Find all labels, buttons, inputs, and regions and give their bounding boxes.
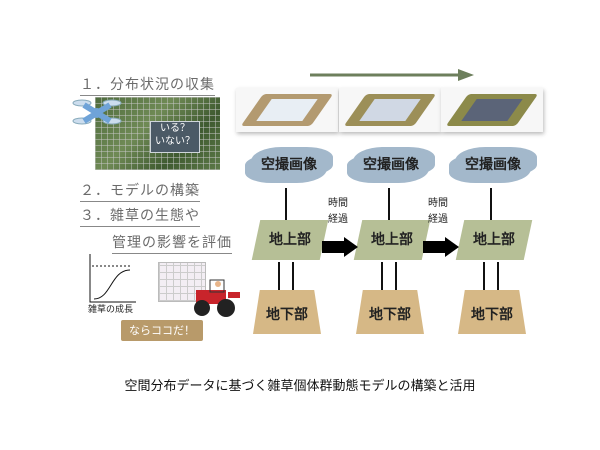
arrow-down [395, 262, 397, 290]
field-photo-1 [236, 88, 338, 132]
step-1-heading: １．分布状況の収集 [80, 74, 215, 96]
time-label-1: 時間経過 [328, 196, 348, 228]
time-label-line1: 時間 [328, 198, 348, 209]
cloud-aerial-image-3: 空撮画像 [455, 147, 531, 183]
graph-label: 雑草の成長 [88, 305, 134, 315]
field-photo-3 [441, 88, 543, 132]
callout-label: ならココだ！ [121, 320, 203, 341]
arrow-up [285, 188, 287, 220]
below-ground-3: 地下部 [458, 290, 526, 334]
arrow-up [381, 262, 383, 290]
speech-bubble: いる？ いない？ [150, 121, 200, 153]
above-ground-label: 地上部 [269, 232, 311, 248]
arrow-up [388, 188, 390, 220]
arrow-up [483, 262, 485, 290]
cloud-aerial-image-2: 空撮画像 [353, 147, 429, 183]
block-arrow-1 [322, 237, 358, 257]
field-photo-2 [339, 88, 441, 132]
time-label-line2: 経過 [428, 214, 448, 225]
time-label-2: 時間経過 [428, 196, 448, 228]
figure-caption: 空間分布データに基づく雑草個体群動態モデルの構築と活用 [124, 379, 476, 394]
above-ground-label: 地上部 [371, 232, 413, 248]
bubble-line-1: いる？ [160, 123, 190, 134]
bubble-line-2: いない？ [155, 136, 195, 147]
calendar-icon [158, 262, 206, 302]
time-label-line2: 経過 [328, 214, 348, 225]
time-label-line1: 時間 [428, 198, 448, 209]
above-ground-1: 地上部 [251, 220, 329, 260]
tractor-icon [194, 279, 240, 317]
below-ground-1: 地下部 [253, 290, 321, 334]
step-3-heading: ３．雑草の生態や [80, 205, 200, 227]
step-3-heading-line2: 管理の影響を評価 [112, 232, 232, 254]
block-arrow-2 [423, 237, 459, 257]
time-progress-arrow [310, 69, 474, 81]
cloud-aerial-image-1: 空撮画像 [251, 147, 327, 183]
arrow-down [497, 262, 499, 290]
arrow-up [278, 262, 280, 290]
drone-icon [72, 99, 122, 125]
above-ground-3: 地上部 [455, 220, 533, 260]
step-2-heading: ２．モデルの構築 [80, 180, 200, 202]
arrow-down [292, 262, 294, 290]
arrow-up [490, 188, 492, 220]
above-ground-label: 地上部 [473, 232, 515, 248]
below-ground-2: 地下部 [356, 290, 424, 334]
above-ground-2: 地上部 [353, 220, 431, 260]
growth-curve-graph [89, 254, 136, 303]
